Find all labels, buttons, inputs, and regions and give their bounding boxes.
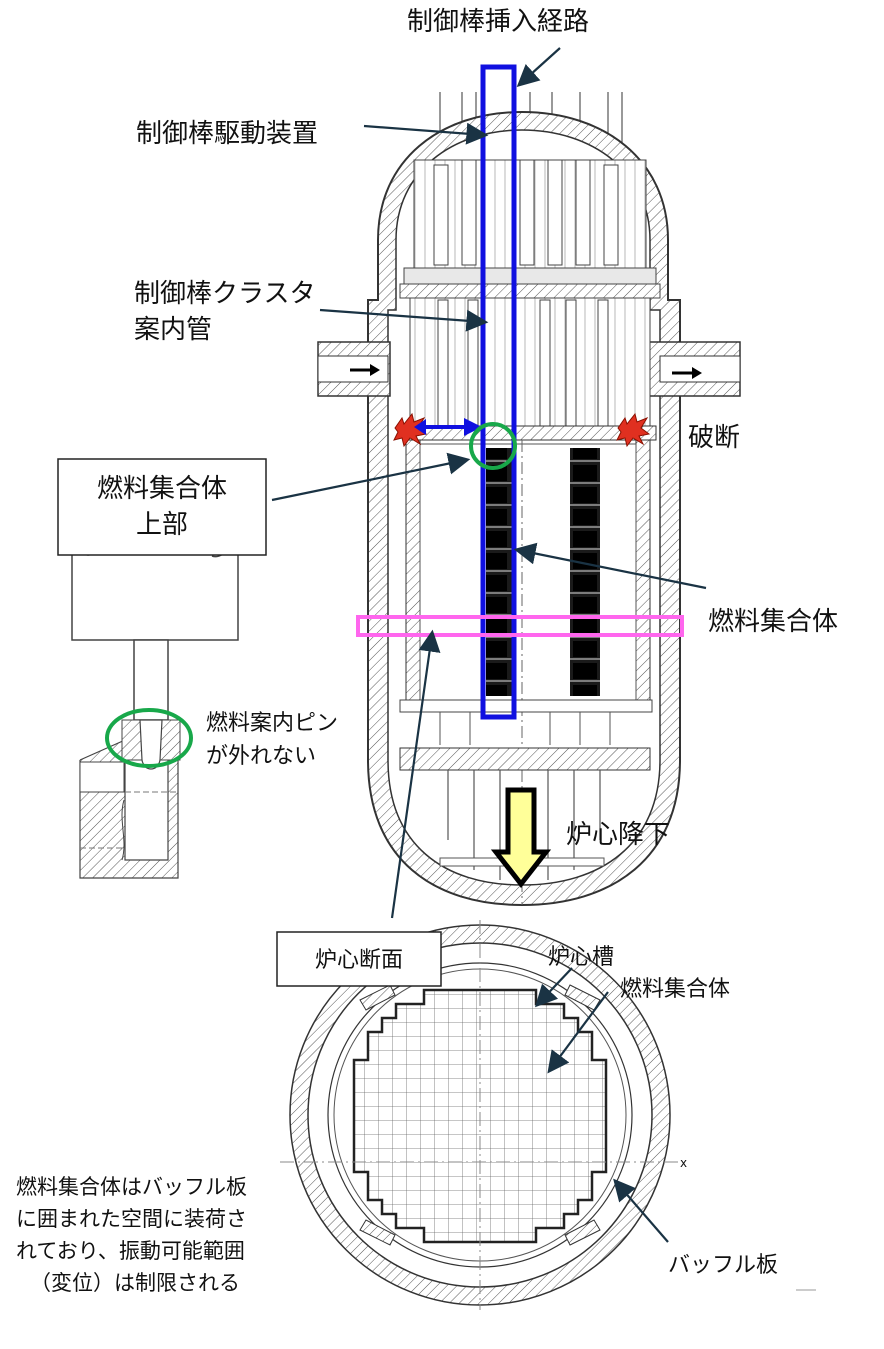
fuel-top-label-2: 上部 (136, 510, 188, 540)
fuel-assembly-left (486, 448, 512, 696)
guide-pin-label-1: 燃料案内ピン (206, 711, 338, 736)
fuel-top-box (57, 458, 267, 556)
section-fuel-assembly-label: 燃料集合体 (620, 977, 730, 1002)
core-drop-arrow (490, 787, 552, 889)
core-section-label: 炉心断面 (315, 948, 403, 973)
fuel-top-circle (469, 422, 517, 470)
rupture-label: 破断 (688, 423, 740, 453)
insertion-path-label: 制御棒挿入経路 (407, 7, 589, 37)
guide-pin-circle (105, 708, 193, 768)
core-section-box (276, 931, 442, 987)
fuel-top-label-1: 燃料集合体 (97, 474, 227, 504)
leader-lines (271, 47, 707, 1243)
insertion-path-box (480, 64, 517, 720)
core-barrel-label: 炉心槽 (548, 945, 614, 970)
section-band (356, 615, 684, 637)
fuel-assembly-label: 燃料集合体 (708, 607, 838, 637)
crdm-housings (433, 159, 619, 266)
core-drop-label: 炉心降下 (566, 820, 670, 850)
guide-pin-label-2: が外れない (206, 744, 316, 769)
note-line-1: 燃料集合体はバッフル板 (16, 1175, 247, 1199)
displacement-arrow (414, 418, 482, 436)
axis-x-label: x (680, 1156, 687, 1170)
drive-mechanism-label: 制御棒駆動装置 (136, 119, 318, 149)
note-line-3: れており、振動可能範囲 (16, 1239, 245, 1263)
note-line-2: に囲まれた空間に装荷さ (16, 1207, 247, 1231)
rupture-left-burst (393, 412, 428, 448)
cluster-guide-label-2: 案内管 (134, 315, 212, 345)
guide-pin-detail (71, 549, 239, 879)
reactor-vessel (317, 92, 741, 907)
cluster-guide-label-1: 制御棒クラスタ (134, 279, 315, 309)
baffle-plate-label: バッフル板 (668, 1253, 778, 1278)
rupture-right-burst (616, 412, 651, 448)
note-line-4: （変位）は制限される (30, 1271, 240, 1295)
core-barrel-wall (405, 439, 421, 713)
core-cross-section: x (280, 920, 816, 1310)
fuel-assembly-right (570, 448, 600, 696)
